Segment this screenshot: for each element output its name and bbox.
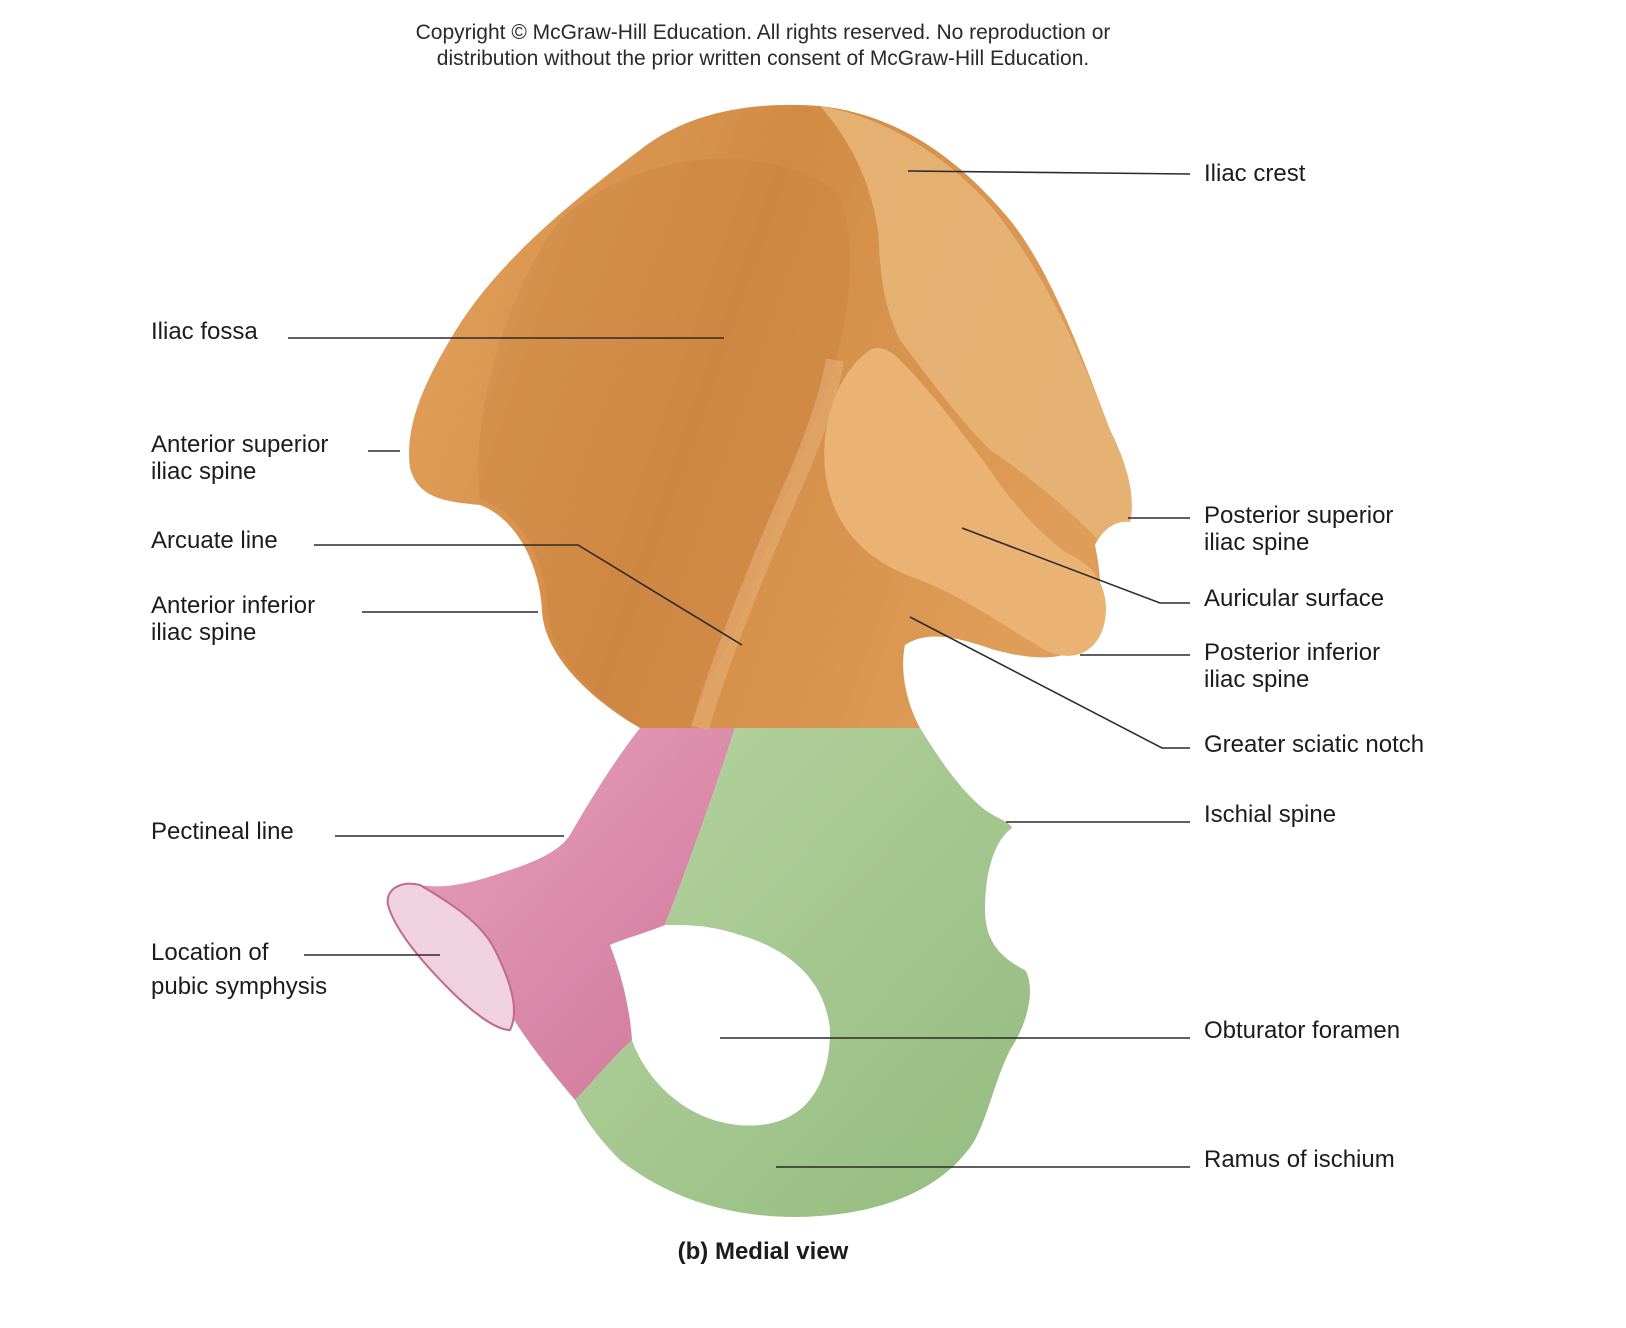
auricular-surface-region <box>824 348 1106 656</box>
label-posterior-inferior-iliac-spine: Posterior inferior iliac spine <box>1204 639 1380 693</box>
label-pubic-symphysis: Location of pubic symphysis <box>151 936 327 1004</box>
label-line: iliac spine <box>151 619 257 646</box>
label-line: Location of <box>151 939 269 966</box>
label-anterior-superior-iliac-spine: Anterior superior iliac spine <box>151 431 328 485</box>
label-anterior-inferior-iliac-spine: Anterior inferior iliac spine <box>151 592 315 646</box>
label-ramus-of-ischium: Ramus of ischium <box>1204 1146 1395 1173</box>
ischium-region <box>575 728 1030 1217</box>
label-line: Anterior superior <box>151 431 329 458</box>
figure-caption: (b) Medial view <box>677 1238 849 1265</box>
arcuate-ridge <box>691 358 844 731</box>
leader-auricular-surface <box>961 527 1190 604</box>
label-iliac-fossa: Iliac fossa <box>151 318 258 345</box>
label-line: iliac spine <box>1204 529 1310 556</box>
label-arcuate-line: Arcuate line <box>151 527 278 554</box>
label-iliac-crest: Iliac crest <box>1204 160 1306 187</box>
leader-arcuate-line <box>314 544 743 646</box>
label-line: Anterior inferior <box>151 592 316 619</box>
label-line: Posterior inferior <box>1204 639 1381 666</box>
label-greater-sciatic-notch: Greater sciatic notch <box>1204 731 1425 758</box>
obturator-foramen-hole <box>610 930 830 1126</box>
pubic-symphysis-surface <box>386 882 516 1032</box>
label-line: iliac spine <box>1204 666 1310 693</box>
copyright-line-2: distribution without the prior written c… <box>436 47 1090 70</box>
label-ischial-spine: Ischial spine <box>1204 801 1337 828</box>
iliac-fossa-shading <box>478 158 850 728</box>
label-obturator-foramen: Obturator foramen <box>1204 1017 1401 1044</box>
copyright-notice: Copyright © McGraw-Hill Education. All r… <box>0 20 1526 72</box>
label-posterior-superior-iliac-spine: Posterior superior iliac spine <box>1204 502 1393 556</box>
label-auricular-surface: Auricular surface <box>1204 585 1385 612</box>
pubis-region <box>387 728 735 1100</box>
leader-iliac-crest <box>907 170 1191 175</box>
leader-lines <box>288 170 1191 1168</box>
copyright-line-1: Copyright © McGraw-Hill Education. All r… <box>415 21 1111 44</box>
label-line: pubic symphysis <box>151 973 328 1000</box>
leader-greater-sciatic-notch <box>909 616 1190 749</box>
label-line: iliac spine <box>151 458 257 485</box>
iliac-crest-region <box>820 106 1132 540</box>
label-line: Posterior superior <box>1204 502 1394 529</box>
label-pectineal-line: Pectineal line <box>151 818 294 845</box>
